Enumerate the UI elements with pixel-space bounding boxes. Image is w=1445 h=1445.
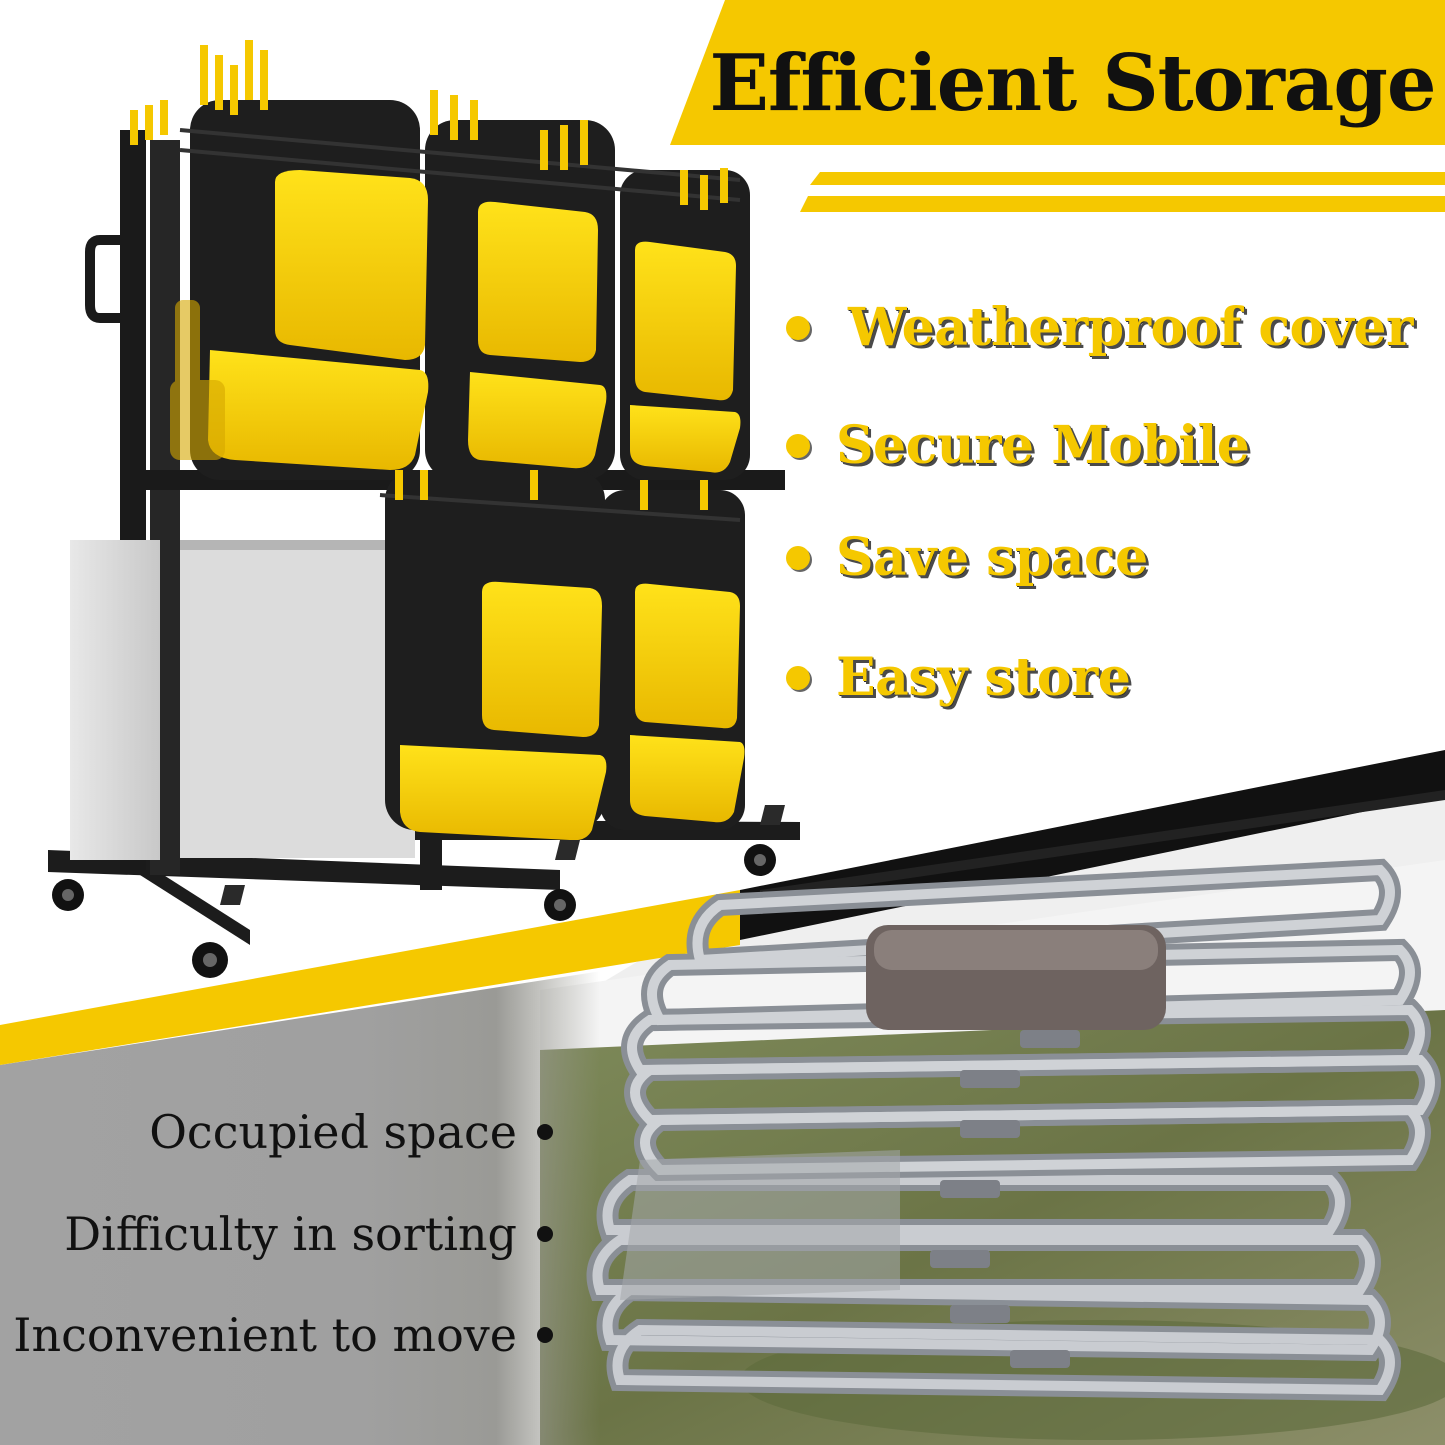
bullet-dot-icon	[537, 1226, 553, 1242]
bullet-dot-icon	[537, 1327, 553, 1343]
feature-secure-mobile: Secure Mobile	[786, 415, 1250, 476]
feature-easy-store: Easy store	[786, 647, 1131, 708]
page-title: Efficient Storage	[709, 37, 1436, 129]
drawback-inconvenient-move: Inconvenient to move	[13, 1308, 553, 1362]
feature-save-space: Save space	[786, 527, 1148, 588]
feature-label: Secure Mobile	[836, 415, 1250, 476]
drawback-occupied-space: Occupied space	[149, 1105, 553, 1159]
bullet-dot-icon	[786, 665, 810, 690]
bullet-dot-icon	[537, 1124, 553, 1140]
drawback-difficulty-sorting: Difficulty in sorting	[64, 1207, 553, 1261]
feature-label: Easy store	[836, 647, 1131, 708]
bullet-dot-icon	[786, 315, 810, 340]
drawback-label: Inconvenient to move	[13, 1308, 517, 1362]
feature-label: Weatherproof cover	[848, 297, 1413, 358]
feature-label: Save space	[836, 527, 1148, 588]
title-stripe-1	[810, 172, 1445, 185]
black-diagonal-band-2	[760, 790, 1445, 900]
drawback-label: Occupied space	[149, 1105, 517, 1159]
yellow-diagonal-band	[0, 890, 740, 1065]
title-stripe-2	[800, 196, 1445, 212]
bullet-dot-icon	[786, 545, 810, 570]
bullet-dot-icon	[786, 433, 810, 458]
gray-chair-stack	[586, 858, 1441, 1402]
title-banner	[670, 0, 1445, 145]
drawback-label: Difficulty in sorting	[64, 1207, 517, 1261]
feature-weatherproof-cover: Weatherproof cover	[786, 297, 1413, 358]
chair-trolley	[48, 40, 800, 978]
